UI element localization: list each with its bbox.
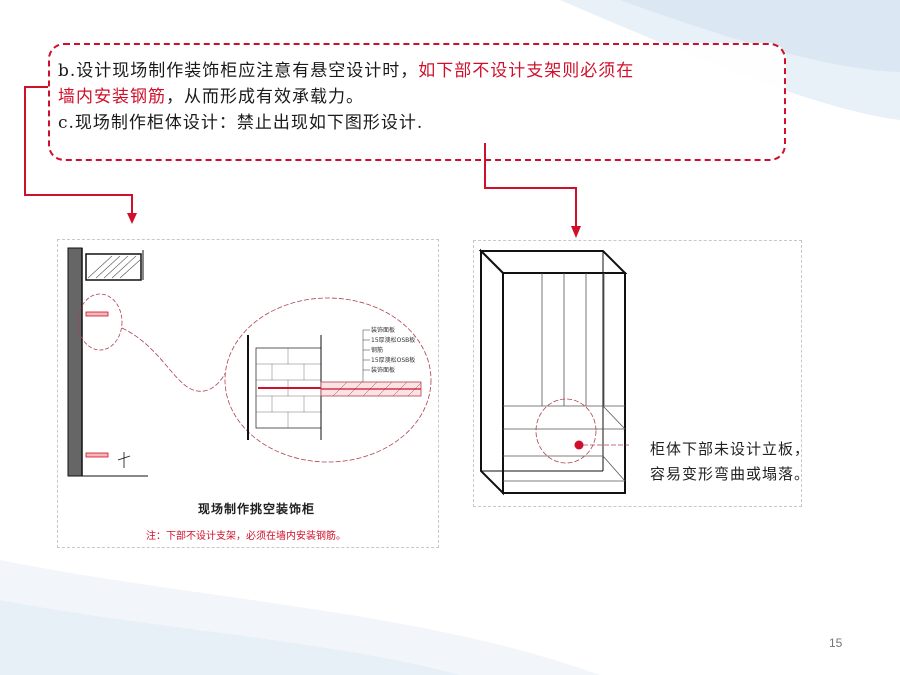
note-line-b2: 墙内安装钢筋，从而形成有效承载力。 bbox=[58, 84, 788, 110]
left-figure-note: 注：下部不设计支架，必须在墙内安装钢筋。 bbox=[146, 531, 346, 542]
note-b-red: 如下部不设计支架则必须在 bbox=[418, 61, 635, 81]
hanging-cabinet-drawing bbox=[67, 247, 432, 477]
layer-label-2: 15厚澳松OSB板 bbox=[371, 337, 416, 344]
note-b-black: b.设计现场制作装饰柜应注意有悬空设计时， bbox=[58, 61, 419, 81]
cabinet-isometric-drawing bbox=[478, 248, 629, 496]
note-b2-black: ，从而形成有效承载力。 bbox=[166, 87, 364, 107]
layer-label-3: 钢筋 bbox=[371, 347, 384, 354]
warning-line-2: 容易变形弯曲或塌落。 bbox=[650, 465, 811, 483]
note-line-b: b.设计现场制作装饰柜应注意有悬空设计时，如下部不设计支架则必须在 bbox=[58, 58, 788, 84]
page-number: 15 bbox=[829, 636, 843, 650]
left-figure-caption: 现场制作挑空装饰柜 bbox=[198, 502, 316, 516]
note-line-c: c.现场制作柜体设计：禁止出现如下图形设计. bbox=[58, 113, 424, 133]
layer-label-1: 装饰面板 bbox=[371, 327, 396, 334]
layer-label-5: 装饰面板 bbox=[371, 367, 396, 374]
note-text: b.设计现场制作装饰柜应注意有悬空设计时，如下部不设计支架则必须在 墙内安装钢筋… bbox=[58, 58, 788, 136]
warning-line-1: 柜体下部未设计立板， bbox=[650, 440, 811, 458]
right-figure-panel: 柜体下部未设计立板， 容易变形弯曲或塌落。 bbox=[473, 240, 809, 507]
layer-label-4: 15厚澳松OSB板 bbox=[371, 357, 416, 364]
note-box bbox=[48, 43, 786, 161]
note-b2-red: 墙内安装钢筋 bbox=[58, 87, 166, 107]
left-figure-panel: 装饰面板 15厚澳松OSB板 钢筋 15厚澳松OSB板 装饰面板 现场制作挑空装… bbox=[57, 239, 439, 548]
